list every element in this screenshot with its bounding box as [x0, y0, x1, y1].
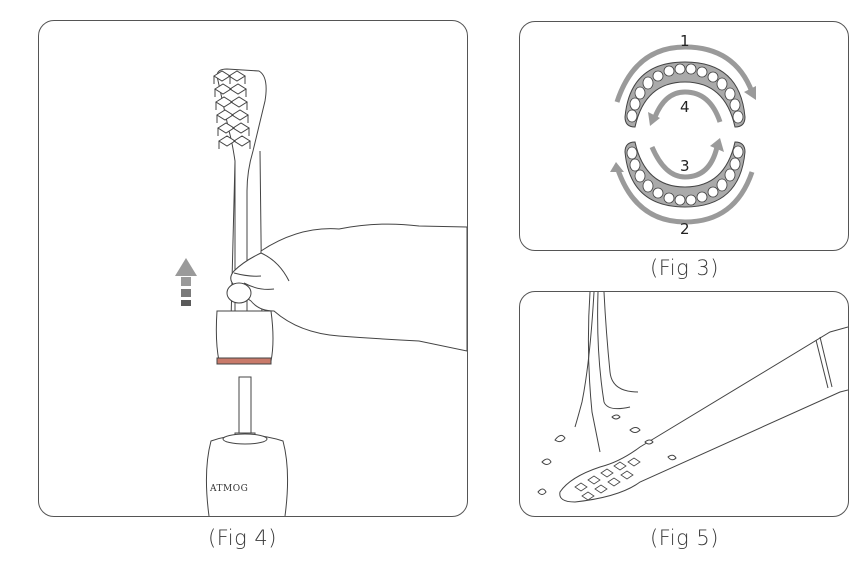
lower-jaw: [624, 141, 746, 208]
up-arrow-icon: [175, 258, 197, 306]
step-4-label: 4: [680, 98, 690, 116]
fig4-illustration: ATMOG: [175, 68, 467, 516]
fig5-illustration: [537, 292, 848, 503]
step-2-label: 2: [680, 220, 690, 238]
fig3-illustration: 1 2 3 4: [610, 32, 756, 238]
hand: [226, 223, 467, 352]
brush-head-rinse: [559, 326, 848, 503]
bristles: [213, 70, 251, 149]
arrow-heads: [610, 86, 756, 172]
upper-jaw: [624, 61, 746, 128]
brush-handle: [205, 432, 289, 516]
water-droplets: [537, 414, 677, 495]
fig5-caption: (Fig 5): [650, 526, 719, 550]
fig3-caption: (Fig 3): [650, 256, 719, 280]
drive-shaft: [238, 376, 252, 434]
step-3-label: 3: [680, 157, 690, 175]
step-1-label: 1: [680, 32, 690, 50]
fig3-panel: 1 2 3 4: [519, 21, 849, 251]
fig4-panel: ATMOG: [38, 20, 468, 517]
brushing-arrows: [614, 44, 755, 225]
fig4-caption: (Fig 4): [208, 526, 277, 550]
water-stream: [574, 292, 639, 453]
brand-label: ATMOG: [209, 484, 248, 494]
fig5-panel: [519, 291, 849, 517]
brush-head: [213, 68, 274, 365]
